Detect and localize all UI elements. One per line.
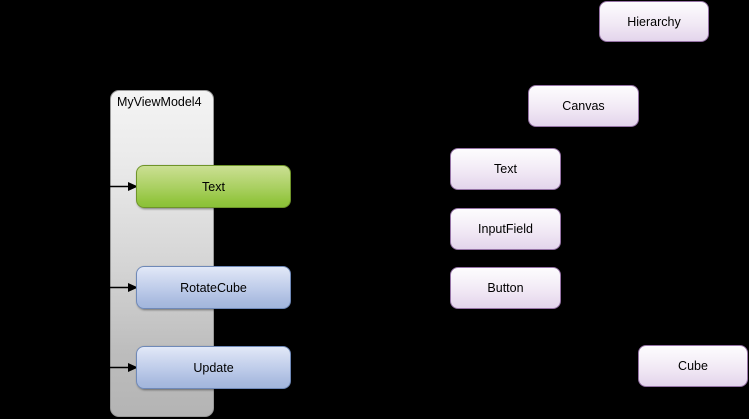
node-label: Canvas bbox=[562, 99, 605, 113]
node-label: Update bbox=[193, 360, 234, 375]
node-label: Text bbox=[202, 179, 225, 194]
node-label: Button bbox=[487, 281, 524, 295]
node-label: Text bbox=[494, 162, 517, 176]
scene-node-button[interactable]: Button bbox=[450, 267, 561, 309]
arrow-to-rotatecube bbox=[108, 282, 138, 293]
viewmodel-container-title: MyViewModel4 bbox=[117, 95, 202, 109]
scene-node-inputfield[interactable]: InputField bbox=[450, 208, 561, 250]
arrow-to-text bbox=[108, 181, 138, 192]
scene-node-canvas[interactable]: Canvas bbox=[528, 85, 639, 127]
node-label: RotateCube bbox=[180, 280, 247, 295]
arrow-to-update bbox=[108, 362, 138, 373]
scene-node-hierarchy[interactable]: Hierarchy bbox=[599, 1, 709, 42]
node-label: Hierarchy bbox=[627, 14, 681, 29]
member-node-text[interactable]: Text bbox=[136, 165, 291, 208]
scene-node-cube[interactable]: Cube bbox=[638, 345, 748, 387]
node-label: InputField bbox=[478, 222, 533, 236]
scene-node-text[interactable]: Text bbox=[450, 148, 561, 190]
member-node-rotatecube[interactable]: RotateCube bbox=[136, 266, 291, 309]
member-node-update[interactable]: Update bbox=[136, 346, 291, 389]
node-label: Cube bbox=[678, 359, 708, 373]
